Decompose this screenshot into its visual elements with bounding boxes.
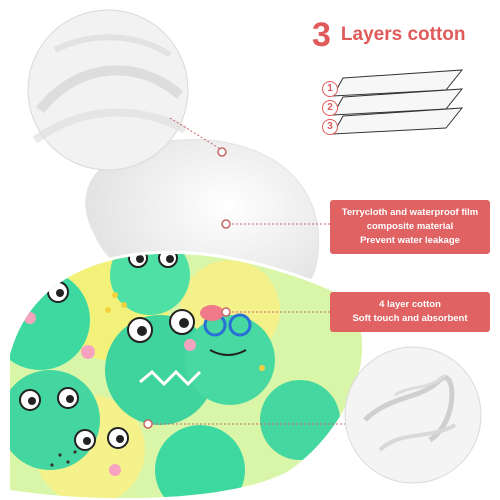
layer-badge-label: 2 [327, 102, 333, 113]
headline-number: 3 [312, 16, 331, 54]
layer-badge: 2 [322, 100, 338, 116]
callout-cotton: 4 layer cotton Soft touch and absorbent [330, 292, 490, 332]
callout-line: Terrycloth and waterproof film [341, 207, 479, 218]
layer-badge: 1 [322, 81, 338, 97]
printed-front-layer [7, 250, 366, 500]
layer-badge: 3 [322, 119, 338, 135]
callout-line: Soft touch and absorbent [352, 313, 468, 324]
connector-dots [143, 147, 231, 429]
callout-connectors [148, 117, 345, 425]
headline: 3 Layers cotton [312, 18, 466, 52]
layer-badge-label: 3 [327, 121, 333, 132]
callout-line: 4 layer cotton [379, 299, 441, 310]
terrycloth-closeup [27, 9, 189, 171]
layer-badge-label: 1 [327, 83, 333, 94]
muslin-closeup [344, 346, 482, 484]
callout-line: Prevent water leakage [360, 235, 460, 246]
headline-text: Layers cotton [340, 24, 466, 45]
callout-line: composite material [366, 221, 454, 232]
layers-diagram [332, 69, 464, 135]
callout-terrycloth: Terrycloth and waterproof film composite… [330, 200, 490, 254]
